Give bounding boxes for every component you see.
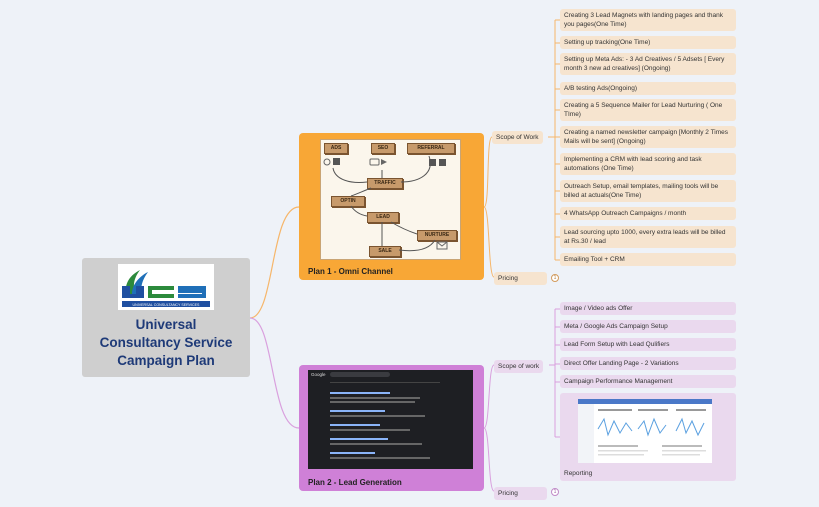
funnel-label-ads: ADS	[324, 143, 348, 154]
scope-item[interactable]: Setting up Meta Ads: - 3 Ad Creatives / …	[560, 53, 736, 75]
plan-2-scope-of-work[interactable]: Scope of work	[494, 360, 544, 373]
scope-item[interactable]: Creating a named newsletter campaign [Mo…	[560, 126, 736, 148]
scope-item[interactable]: Emailing Tool + CRM	[560, 253, 736, 266]
funnel-label-lead: LEAD	[367, 212, 399, 223]
scope-item[interactable]: Lead Form Setup with Lead Qulifiers	[560, 338, 736, 351]
plan-1-scope-of-work[interactable]: Scope of Work	[492, 131, 543, 144]
pricing-label: Pricing	[498, 275, 518, 282]
scope-item[interactable]: Creating 3 Lead Magnets with landing pag…	[560, 9, 736, 31]
scope-item[interactable]: Setting up tracking(One Time)	[560, 36, 736, 49]
scope-item-reporting[interactable]: Reporting	[560, 393, 736, 481]
scope-item[interactable]: 4 WhatsApp Outreach Campaigns / month	[560, 207, 736, 220]
scope-item[interactable]: Direct Offer Landing Page - 2 Variations	[560, 357, 736, 370]
plan-2-pricing[interactable]: Pricing	[494, 487, 547, 500]
funnel-label-referral: REFERRAL	[407, 143, 455, 154]
plan-1-node[interactable]: ADS SEO REFERRAL TRAFFIC OPTIN LEAD NURT…	[299, 133, 484, 280]
scope-item[interactable]: A/B testing Ads(Ongoing)	[560, 82, 736, 95]
scope-item[interactable]: Implementing a CRM with lead scoring and…	[560, 153, 736, 175]
funnel-label-optin: OPTIN	[331, 196, 365, 207]
plan-1-pricing[interactable]: Pricing	[494, 272, 547, 285]
plan-1-pricing-collapse-toggle[interactable]: 1	[551, 274, 559, 282]
funnel-label-seo: SEO	[371, 143, 395, 154]
plan-2-node[interactable]: Google Plan 2 - Lead Generation	[299, 365, 484, 491]
omni-channel-funnel-illustration: ADS SEO REFERRAL TRAFFIC OPTIN LEAD NURT…	[320, 139, 461, 260]
reporting-dashboard-thumbnail	[578, 399, 712, 463]
funnel-label-nurture: NURTURE	[417, 230, 457, 241]
scope-item[interactable]: Meta / Google Ads Campaign Setup	[560, 320, 736, 333]
scope-item[interactable]: Campaign Performance Management	[560, 375, 736, 388]
funnel-label-sale: SALE	[369, 246, 401, 257]
root-title-line: Consultancy Service	[99, 335, 233, 350]
scope-item[interactable]: Image / Video ads Offer	[560, 302, 736, 315]
logo-caption: UNIVERSAL CONSULTANCY SERVICES	[133, 303, 201, 307]
pricing-label: Pricing	[498, 490, 518, 497]
scope-item[interactable]: Lead sourcing upto 1000, every extra lea…	[560, 226, 736, 248]
plan-1-title: Plan 1 - Omni Channel	[308, 267, 393, 276]
plan-2-pricing-collapse-toggle[interactable]: 1	[551, 488, 559, 496]
scope-item[interactable]: Outreach Setup, email templates, mailing…	[560, 180, 736, 202]
reporting-label: Reporting	[564, 470, 593, 477]
root-node[interactable]: UNIVERSAL CONSULTANCY SERVICES Universal…	[82, 258, 250, 377]
google-logo-text: Google	[311, 372, 326, 377]
root-title: Universal Consultancy Service Campaign P…	[82, 316, 250, 370]
ucs-logo: UNIVERSAL CONSULTANCY SERVICES	[118, 264, 214, 310]
plan-2-title: Plan 2 - Lead Generation	[308, 478, 402, 487]
google-ads-screenshot-thumbnail: Google	[308, 370, 473, 469]
root-title-line: Universal	[135, 317, 197, 332]
funnel-label-traffic: TRAFFIC	[367, 178, 403, 189]
root-title-line: Campaign Plan	[117, 353, 215, 368]
scope-item[interactable]: Creating a 5 Sequence Mailer for Lead Nu…	[560, 99, 736, 121]
